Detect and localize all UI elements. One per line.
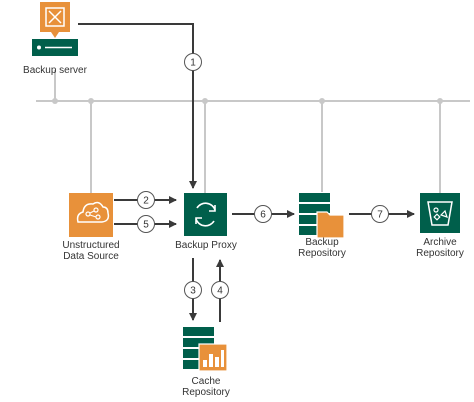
archive-repository-label-line2: Repository	[416, 248, 464, 259]
step-6-connector: 6	[232, 205, 295, 223]
step-1-badge: 1	[190, 58, 196, 69]
cloud-share-icon	[69, 193, 113, 237]
step-6-badge: 6	[260, 210, 266, 221]
step-2-badge: 2	[143, 196, 149, 207]
archive-repository-node: Archive Repository	[416, 193, 464, 259]
step-4-badge: 4	[217, 286, 223, 297]
backup-server-icon	[32, 2, 78, 56]
step-2-connector: 2	[114, 191, 177, 209]
backup-repository-label-line1: Backup	[305, 237, 339, 248]
step-5-connector: 5	[114, 215, 177, 233]
cache-repository-node: Cache Repository	[182, 327, 230, 398]
refresh-cycle-icon	[184, 193, 227, 236]
archive-bucket-icon	[420, 193, 460, 233]
network-bus	[36, 70, 470, 194]
data-source-label-line2: Data Source	[63, 251, 119, 262]
step-5-badge: 5	[143, 220, 149, 231]
step-1-connector: 1	[78, 23, 202, 189]
step-4-connector: 4	[211, 259, 229, 322]
archive-repository-label-line1: Archive	[423, 237, 457, 248]
backup-repository-node: Backup Repository	[298, 193, 346, 259]
repository-folder-icon	[299, 193, 345, 239]
step-7-connector: 7	[349, 205, 415, 223]
data-source-node: Unstructured Data Source	[62, 193, 120, 262]
step-7-badge: 7	[377, 210, 383, 221]
backup-repository-label-line2: Repository	[298, 248, 346, 259]
backup-server-label: Backup server	[23, 65, 88, 76]
step-3-badge: 3	[190, 286, 196, 297]
cache-repository-label-line2: Repository	[182, 387, 230, 398]
data-source-label-line1: Unstructured	[62, 240, 119, 251]
backup-proxy-label: Backup Proxy	[175, 240, 237, 251]
backup-server-node: Backup server	[23, 2, 88, 76]
cache-repository-label-line1: Cache	[192, 376, 221, 387]
step-3-connector: 3	[184, 258, 202, 321]
backup-proxy-node: Backup Proxy	[175, 193, 237, 251]
cache-database-icon	[183, 327, 228, 372]
